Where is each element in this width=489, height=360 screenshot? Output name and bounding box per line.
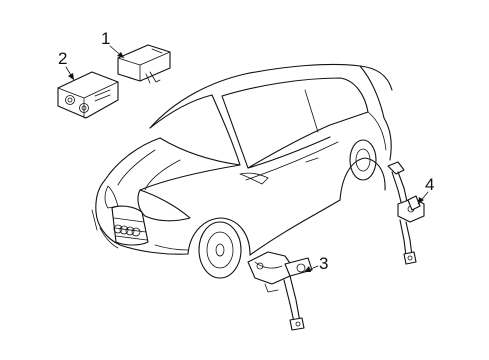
- callout-2-leader: [65, 66, 75, 81]
- callout-1-label: 1: [101, 29, 110, 48]
- callout-2-label: 2: [58, 49, 67, 68]
- vehicle-illustration: [91, 63, 393, 279]
- callout-4-leader: [417, 191, 429, 205]
- callout-3-label: 3: [319, 254, 328, 273]
- callout-4-label: 4: [425, 175, 434, 194]
- part-2-control-unit: [57, 71, 119, 119]
- callout-3-leader: [303, 265, 319, 273]
- part-1-control-module: [117, 44, 171, 84]
- part-4-level-sensor: [387, 161, 425, 265]
- callout-1-leader: [109, 45, 125, 59]
- audi-rings-logo: [113, 224, 141, 237]
- part-3-level-sensor: [247, 251, 313, 331]
